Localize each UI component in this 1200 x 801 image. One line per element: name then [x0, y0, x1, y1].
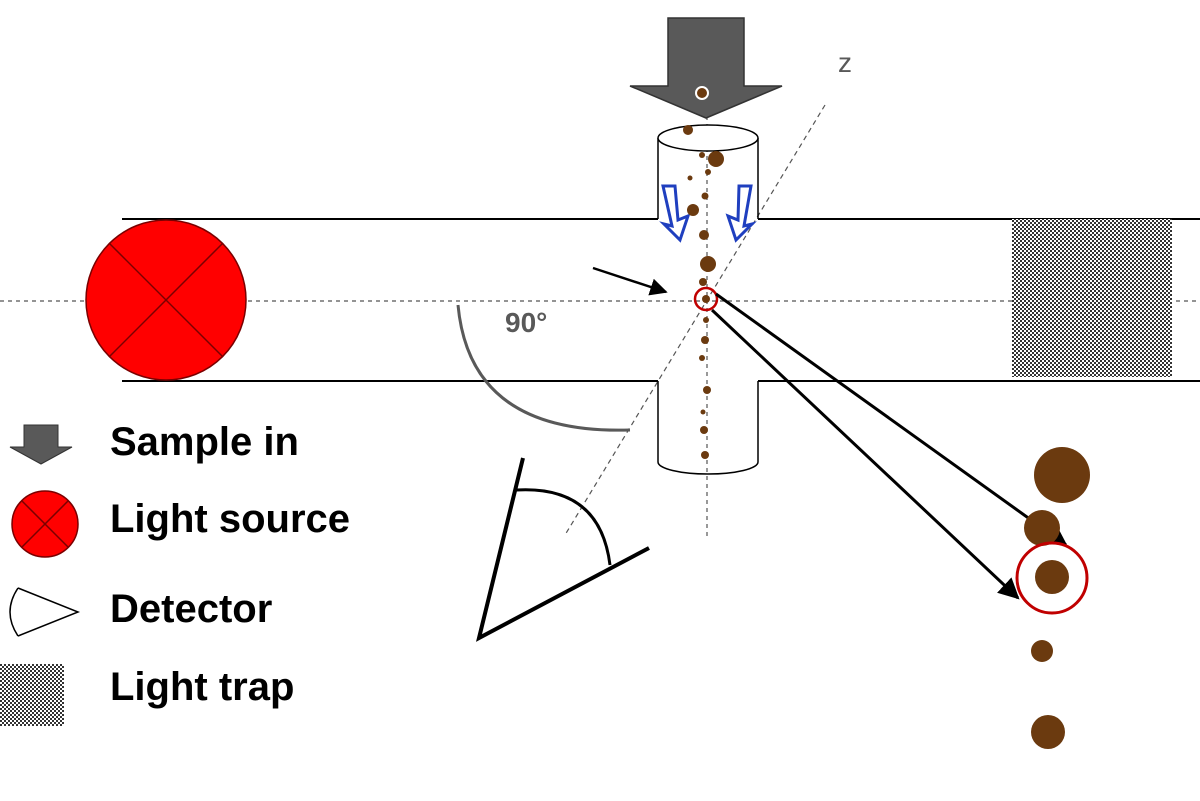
angle-label: 90°	[505, 307, 547, 338]
projection-arrow-upper	[715, 292, 1068, 547]
sample-input-arrow	[629, 17, 783, 119]
legend-item-sample-in: Sample in	[9, 420, 299, 465]
projection-arrow-lower	[710, 308, 1020, 600]
particle-stream	[683, 125, 724, 459]
pointer-arrow	[592, 266, 668, 296]
z-axis-line	[564, 104, 826, 536]
measurement-point-ring	[693, 286, 719, 312]
legend-item-light-source: Light source	[11, 490, 350, 558]
checkered-square-icon	[0, 664, 64, 726]
light-source	[85, 219, 247, 381]
measured-particle	[702, 295, 710, 303]
angle-arc	[456, 304, 631, 432]
z-axis-label: z	[838, 47, 852, 78]
upper-nozzle	[657, 124, 759, 219]
red-circle-cross-icon	[11, 490, 79, 558]
sheath-flow-arrows	[659, 184, 757, 243]
detector	[475, 457, 650, 642]
light-trap	[1012, 219, 1172, 377]
legend-label-sample-in: Sample in	[110, 420, 299, 464]
legend-item-light-trap: Light trap	[0, 664, 294, 726]
sample-particle-in-arrow	[695, 86, 709, 100]
detector-cone-icon	[9, 587, 81, 637]
legend-label-detector: Detector	[110, 587, 272, 631]
legend: Sample in Light source Detector Light tr…	[0, 420, 350, 726]
magnified-highlight-ring	[1015, 541, 1089, 615]
legend-label-light-trap: Light trap	[110, 665, 294, 709]
magnified-particles	[1024, 447, 1090, 749]
lower-outlet	[657, 381, 759, 475]
down-arrow-icon	[9, 424, 73, 465]
legend-label-light-source: Light source	[110, 497, 350, 541]
legend-item-detector: Detector	[9, 587, 272, 637]
